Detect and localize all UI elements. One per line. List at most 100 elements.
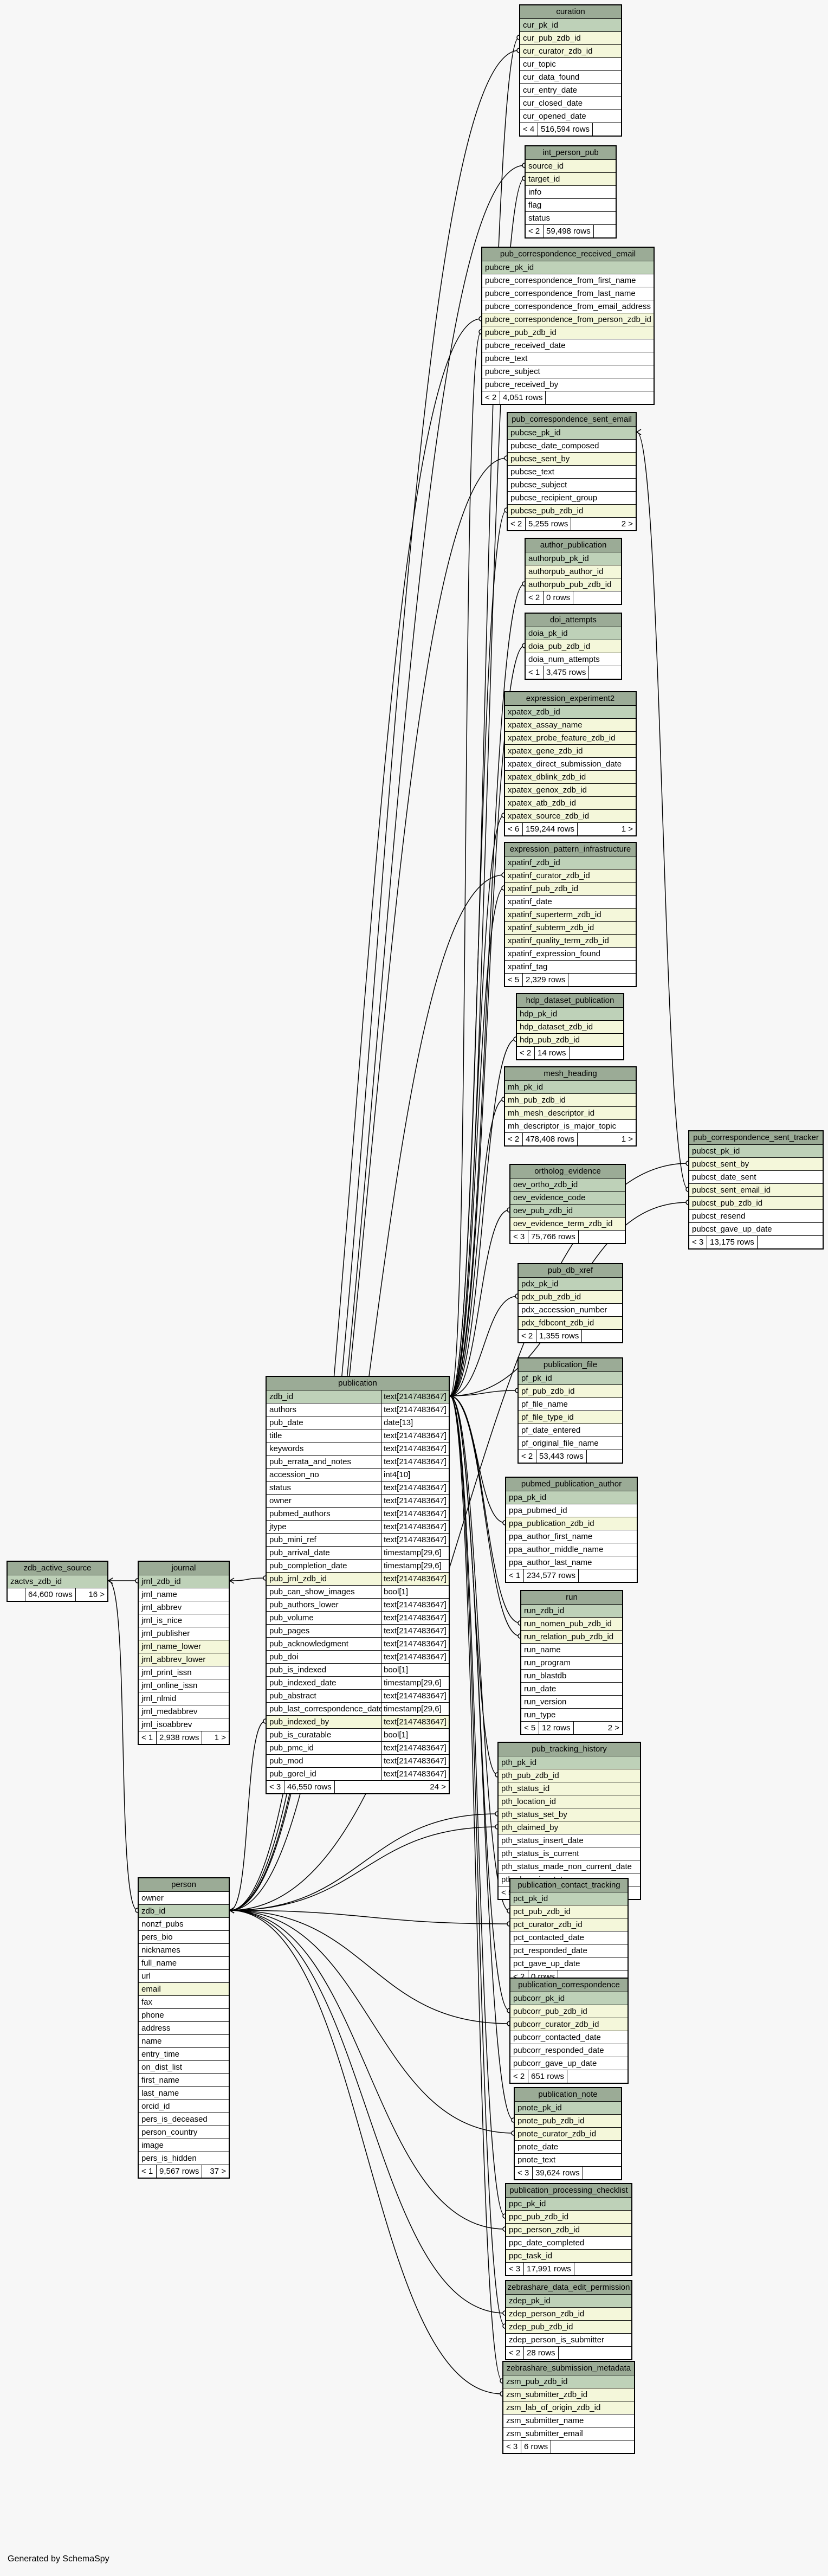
table-column[interactable]: ppa_author_first_name (506, 1530, 637, 1543)
table-column[interactable]: pubcst_sent_by (689, 1158, 823, 1171)
child-count[interactable] (582, 1330, 622, 1342)
table-column[interactable]: entry_time (139, 2048, 229, 2061)
table-column[interactable]: pct_contacted_date (510, 1931, 628, 1944)
table-column[interactable]: name (139, 2035, 229, 2048)
table-column[interactable]: hdp_pub_zdb_id (517, 1034, 623, 1047)
table-title[interactable]: int_person_pub (526, 146, 616, 160)
table-column[interactable]: pers_is_hidden (139, 2152, 229, 2165)
table-column[interactable]: pf_file_name (519, 1398, 622, 1411)
child-count[interactable]: 16 > (88, 1590, 105, 1599)
child-count[interactable] (567, 2070, 628, 2083)
child-count[interactable]: 1 > (621, 825, 633, 834)
table-column[interactable]: pdx_pub_zdb_id (519, 1291, 622, 1304)
child-count[interactable] (583, 2167, 621, 2179)
table-column[interactable]: jrnl_abbrev_lower (139, 1653, 229, 1666)
table-column[interactable]: pubcse_pk_id (508, 427, 636, 440)
table-column[interactable]: xpatinf_date (505, 896, 636, 909)
table-column[interactable]: pubcse_text (508, 466, 636, 479)
table-column[interactable]: run_name (521, 1644, 622, 1657)
table-column[interactable]: pth_location_id (499, 1795, 640, 1808)
parent-count[interactable]: < 2 (508, 518, 526, 530)
table-column[interactable]: xpatinf_tag (505, 961, 636, 974)
table-column[interactable]: cur_closed_date (520, 97, 621, 110)
table-column[interactable]: pubcorr_gave_up_date (510, 2057, 628, 2070)
table-column[interactable]: pth_status_is_current (499, 1847, 640, 1860)
parent-count[interactable]: < 3 (267, 1781, 284, 1793)
table-title[interactable]: mesh_heading (505, 1067, 636, 1081)
table-column[interactable]: pct_gave_up_date (510, 1957, 628, 1970)
table-column[interactable]: mh_descriptor_is_major_topic (505, 1120, 636, 1133)
table-column[interactable]: zdep_person_zdb_id (506, 2308, 631, 2321)
parent-count[interactable]: < 2 (506, 2347, 524, 2359)
table-title[interactable]: hdp_dataset_publication (517, 994, 623, 1008)
table-column[interactable]: zsm_submitter_name (503, 2414, 634, 2427)
table-column[interactable]: pubcst_gave_up_date (689, 1223, 823, 1236)
table-column[interactable]: authorpub_pub_zdb_id (526, 578, 621, 591)
table-column[interactable]: cur_opened_date (520, 110, 621, 123)
parent-count[interactable]: < 1 (506, 1569, 524, 1582)
table-column[interactable]: jrnl_name_lower (139, 1640, 229, 1653)
child-count[interactable] (587, 1450, 622, 1463)
table-column[interactable]: authorpub_author_id (526, 565, 621, 578)
table-column[interactable]: pth_status_id (499, 1782, 640, 1795)
table-column[interactable]: pubcorr_curator_zdb_id (510, 2018, 628, 2031)
table-title[interactable]: zdb_active_source (8, 1562, 107, 1575)
table-column[interactable]: xpatex_direct_submission_date (505, 758, 636, 771)
child-count[interactable] (579, 1569, 637, 1582)
table-column[interactable]: jrnl_zdb_id (139, 1575, 229, 1588)
table-column[interactable]: xpatinf_pub_zdb_id (505, 883, 636, 896)
table-column[interactable]: hdp_pk_id (517, 1008, 623, 1021)
table-column[interactable]: run_blastdb (521, 1670, 622, 1683)
table-column[interactable]: pubcre_pk_id (482, 261, 654, 274)
child-count[interactable]: 1 > (621, 1135, 633, 1144)
table-column[interactable]: pf_original_file_name (519, 1437, 622, 1450)
parent-count[interactable]: < 1 (139, 2165, 157, 2178)
table-column[interactable]: xpatex_source_zdb_id (505, 810, 636, 823)
table-column[interactable]: xpatex_probe_feature_zdb_id (505, 732, 636, 745)
child-count[interactable] (573, 591, 621, 604)
table-title[interactable]: person (139, 1878, 229, 1892)
table-title[interactable]: author_publication (526, 539, 621, 552)
table-column[interactable]: on_dist_list (139, 2061, 229, 2074)
table-column[interactable]: owner (139, 1892, 229, 1905)
table-column[interactable]: cur_entry_date (520, 84, 621, 97)
table-column[interactable]: pubcre_pub_zdb_id (482, 326, 654, 339)
child-count[interactable] (594, 225, 616, 237)
table-title[interactable]: pub_correspondence_received_email (482, 248, 654, 261)
table-column[interactable]: status (526, 212, 616, 225)
table-column[interactable]: pubcre_correspondence_from_first_name (482, 274, 654, 287)
table-column[interactable]: pubcse_date_composed (508, 440, 636, 453)
table-column[interactable]: jrnl_print_issn (139, 1666, 229, 1679)
parent-count[interactable]: < 2 (526, 591, 544, 604)
table-column[interactable]: pubcre_text (482, 352, 654, 365)
table-column[interactable]: pubcre_correspondence_from_person_zdb_id (482, 313, 654, 326)
parent-count[interactable]: < 3 (689, 1236, 707, 1248)
table-title[interactable]: publication_file (519, 1358, 622, 1372)
table-column[interactable]: ppc_pk_id (506, 2198, 631, 2211)
table-column[interactable]: orcid_id (139, 2100, 229, 2113)
child-count[interactable] (579, 1231, 625, 1243)
table-column[interactable]: doia_pub_zdb_id (526, 640, 621, 653)
parent-count[interactable]: < 5 (521, 1722, 539, 1734)
child-count[interactable] (574, 2263, 631, 2275)
